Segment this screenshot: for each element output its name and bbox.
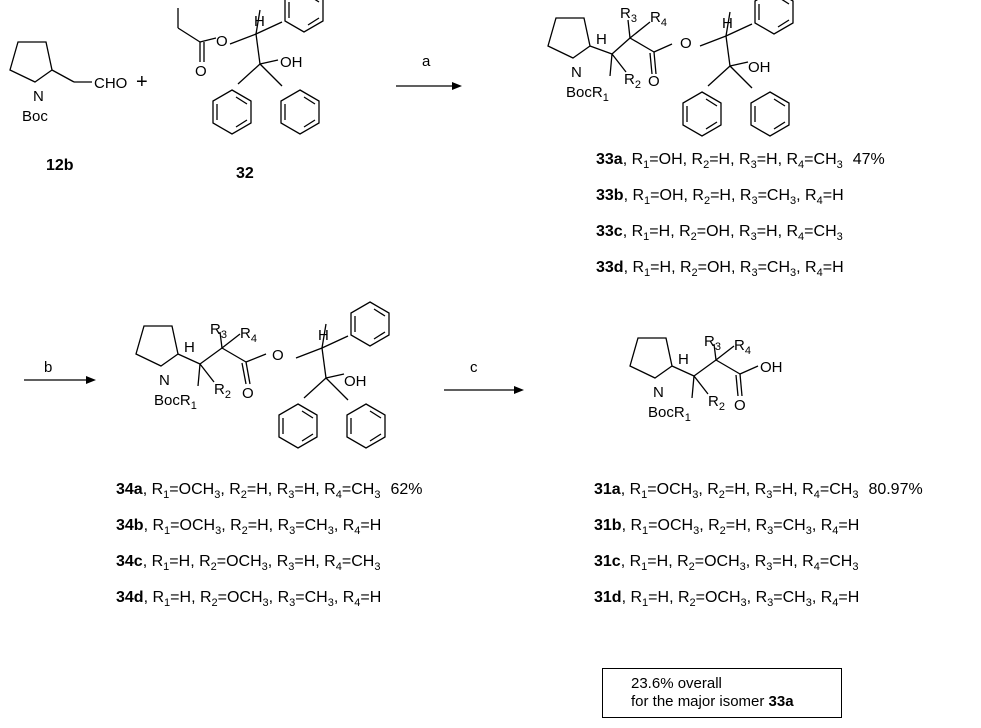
arrow-a: a — [396, 53, 462, 90]
step-c-label: c — [470, 359, 478, 376]
atom-r2: R2 — [624, 71, 641, 91]
atom-n: N — [653, 384, 664, 401]
atom-r3: R3 — [210, 321, 227, 341]
atom-h: H — [254, 13, 265, 30]
list-item: 34b, R1=OCH3, R2=H, R3=CH3, R4=H — [116, 517, 382, 537]
arrow-c: c — [444, 359, 524, 394]
compound-31: N BocR1 H R3 R4 R2 OH O — [629, 333, 783, 424]
list-item: 33c, R1=H, R2=OH, R3=H, R4=CH3 — [596, 223, 843, 243]
atom-r2: R2 — [708, 393, 725, 413]
atom-h: H — [184, 339, 195, 356]
atom-cho: CHO — [94, 75, 127, 92]
atom-r3: R3 — [620, 5, 637, 25]
note-line-2: for the major isomer 33a — [631, 693, 794, 710]
atom-oh: OH — [748, 59, 771, 76]
label-32: 32 — [236, 165, 254, 182]
atom-r3: R3 — [704, 333, 721, 353]
compound-32: O O H OH 32 — [177, 0, 323, 182]
list-item: 31c, R1=H, R2=OCH3, R3=H, R4=CH3 — [594, 553, 859, 573]
compound-12b: N Boc CHO 12b — [9, 41, 127, 174]
atom-carbonyl-o: O — [734, 397, 746, 414]
compound-34: N BocR1 H R3 R4 R2 O O H OH — [135, 302, 389, 448]
atom-n: N — [33, 88, 44, 105]
arrow-b: b — [24, 359, 96, 384]
atom-o: O — [680, 35, 692, 52]
atom-oh: OH — [344, 373, 367, 390]
atom-r4: R4 — [650, 9, 667, 29]
atom-oh: OH — [760, 359, 783, 376]
atom-o: O — [272, 347, 284, 364]
atom-boc-r1: BocR1 — [154, 392, 197, 412]
atom-carbonyl-o: O — [242, 385, 254, 402]
atom-r2: R2 — [214, 381, 231, 401]
list-item: 34c, R1=H, R2=OCH3, R3=H, R4=CH3 — [116, 553, 381, 573]
atom-ester-o: O — [216, 33, 228, 50]
step-b-label: b — [44, 359, 52, 376]
plus-sign: + — [136, 71, 148, 93]
note-line-1: 23.6% overall — [631, 675, 722, 692]
list-item: 33d, R1=H, R2=OH, R3=CH3, R4=H — [596, 259, 844, 279]
label-12b: 12b — [46, 157, 74, 174]
list-item: 31b, R1=OCH3, R2=H, R3=CH3, R4=H — [594, 517, 860, 537]
atom-boc-r1: BocR1 — [648, 404, 691, 424]
atom-oh: OH — [280, 54, 303, 71]
atom-r4: R4 — [240, 325, 257, 345]
compound-33: N BocR1 H R3 R4 R2 O O H OH — [547, 0, 793, 136]
atom-boc: Boc — [22, 108, 48, 125]
atom-carbonyl-o: O — [648, 73, 660, 90]
step-a-label: a — [422, 53, 431, 70]
atom-h: H — [678, 351, 689, 368]
list-item: 34d, R1=H, R2=OCH3, R3=CH3, R4=H — [116, 589, 382, 609]
atom-h: H — [596, 31, 607, 48]
atom-r4: R4 — [734, 337, 751, 357]
overall-yield-note: 23.6% overall for the major isomer 33a — [602, 668, 842, 718]
list-item: 31d, R1=H, R2=OCH3, R3=CH3, R4=H — [594, 589, 860, 609]
atom-h: H — [318, 327, 329, 344]
atom-carbonyl-o: O — [195, 63, 207, 80]
atom-n: N — [159, 372, 170, 389]
atom-n: N — [571, 64, 582, 81]
atom-boc-r1: BocR1 — [566, 84, 609, 104]
atom-h: H — [722, 15, 733, 32]
list-item: 33b, R1=OH, R2=H, R3=CH3, R4=H — [596, 187, 844, 207]
